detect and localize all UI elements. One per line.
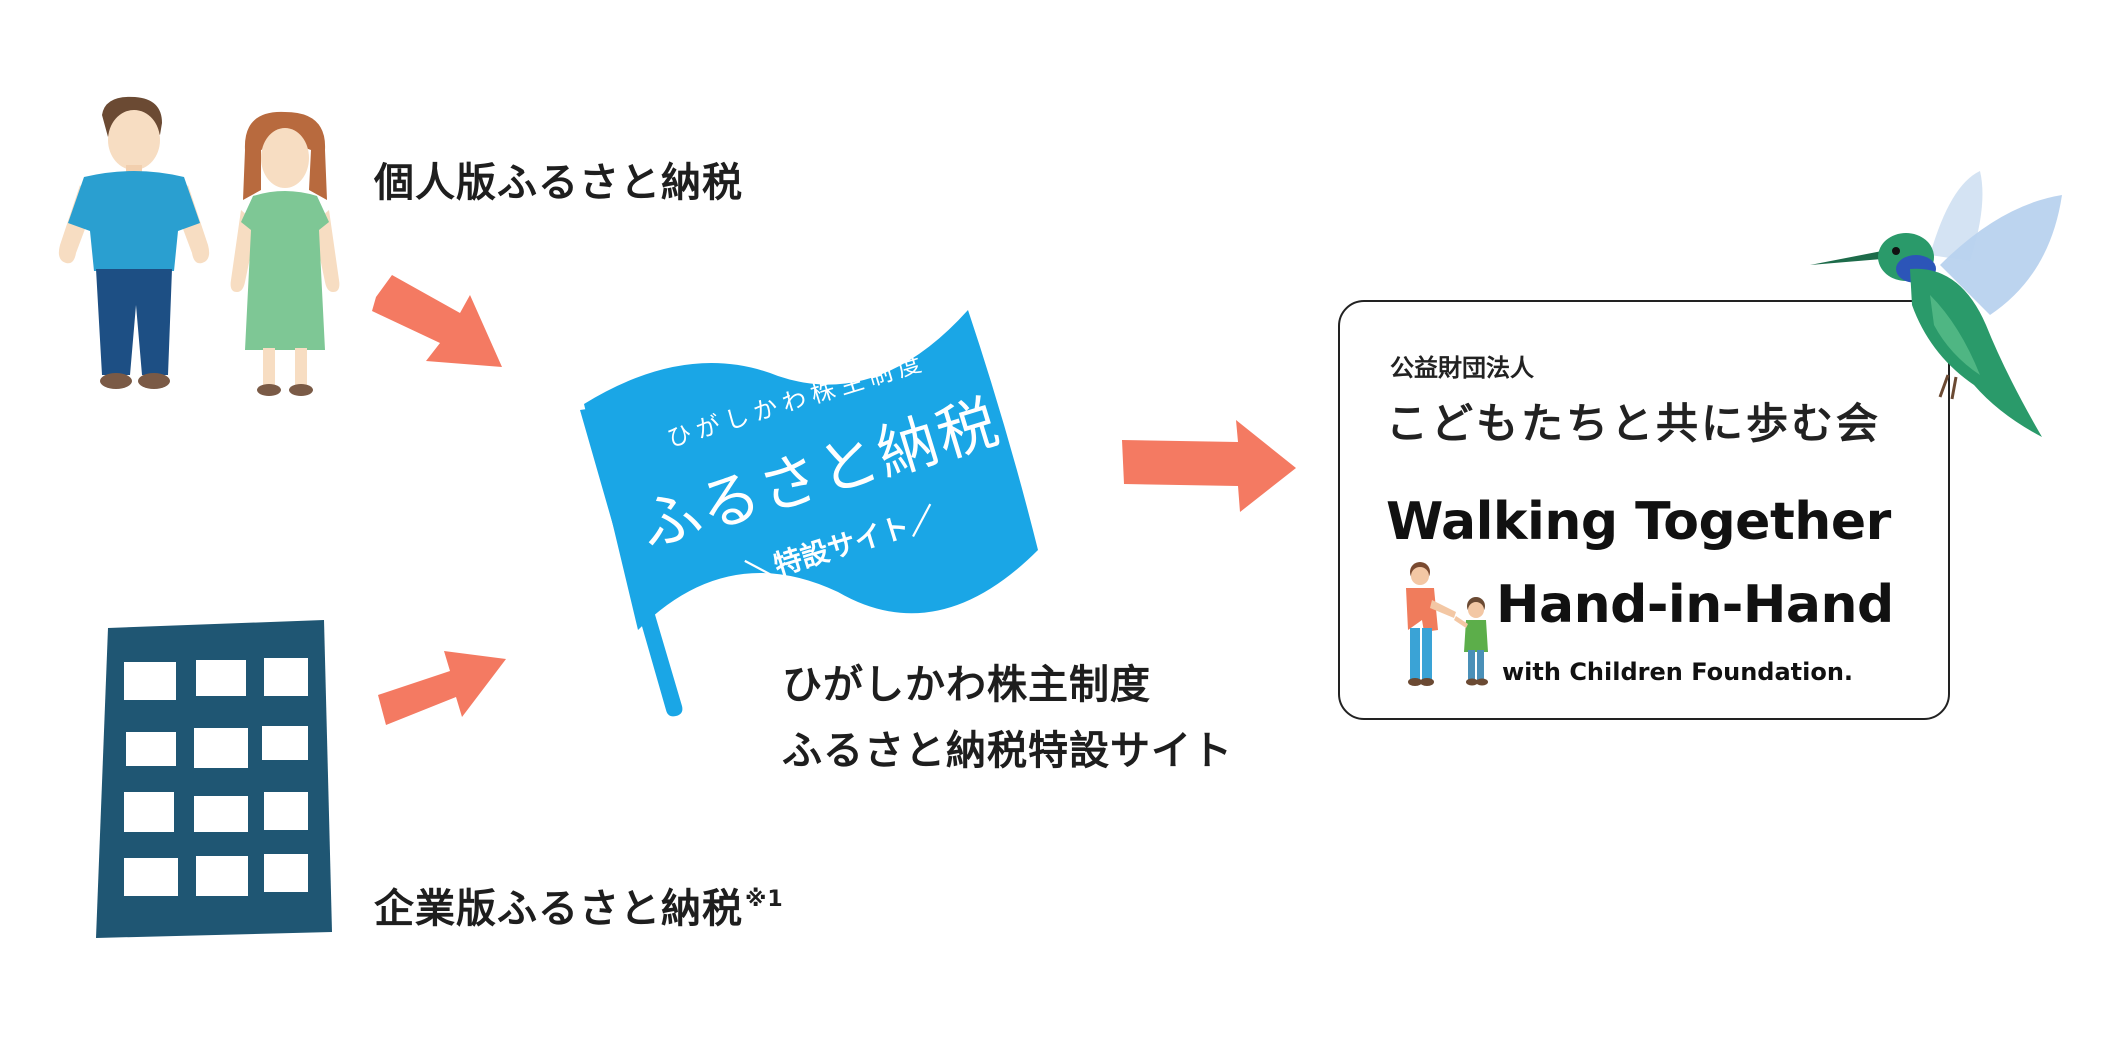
individual-donation-label: 個人版ふるさと納税 bbox=[374, 160, 743, 206]
arrow-icon bbox=[1122, 420, 1296, 512]
corporate-donation-label: 企業版ふるさと納税※1 bbox=[374, 876, 784, 934]
org-english-line1: Walking Together bbox=[1386, 492, 1891, 552]
organization-card: 公益財団法人 こどもたちと共に歩む会 Walking Together Hand… bbox=[1338, 300, 1950, 720]
man-icon bbox=[58, 96, 210, 389]
arrow-icon bbox=[372, 275, 502, 367]
arrow-icon bbox=[378, 651, 506, 725]
corporate-donation-text: 企業版ふるさと納税 bbox=[374, 886, 743, 932]
adult-child-icon bbox=[1406, 562, 1488, 686]
org-english-line2: Hand-in-Hand bbox=[1496, 575, 1894, 635]
building-icon bbox=[96, 620, 332, 938]
organization-type: 公益財団法人 bbox=[1390, 354, 1534, 382]
organization-name: こどもたちと共に歩む会 bbox=[1386, 399, 1882, 448]
flag-icon: ひがしかわ株主制度 ふるさと納税 ＼特設サイト／ bbox=[580, 310, 1038, 717]
woman-icon bbox=[230, 111, 340, 396]
hummingbird-icon bbox=[1810, 171, 2062, 437]
site-caption: ひがしかわ株主制度 ふるさと納税特設サイト bbox=[782, 652, 1233, 784]
org-english-line3: with Children Foundation. bbox=[1502, 658, 1854, 686]
note-mark: ※1 bbox=[745, 887, 784, 912]
site-caption-line1: ひがしかわ株主制度 bbox=[782, 662, 1151, 708]
site-caption-line2: ふるさと納税特設サイト bbox=[782, 728, 1233, 774]
